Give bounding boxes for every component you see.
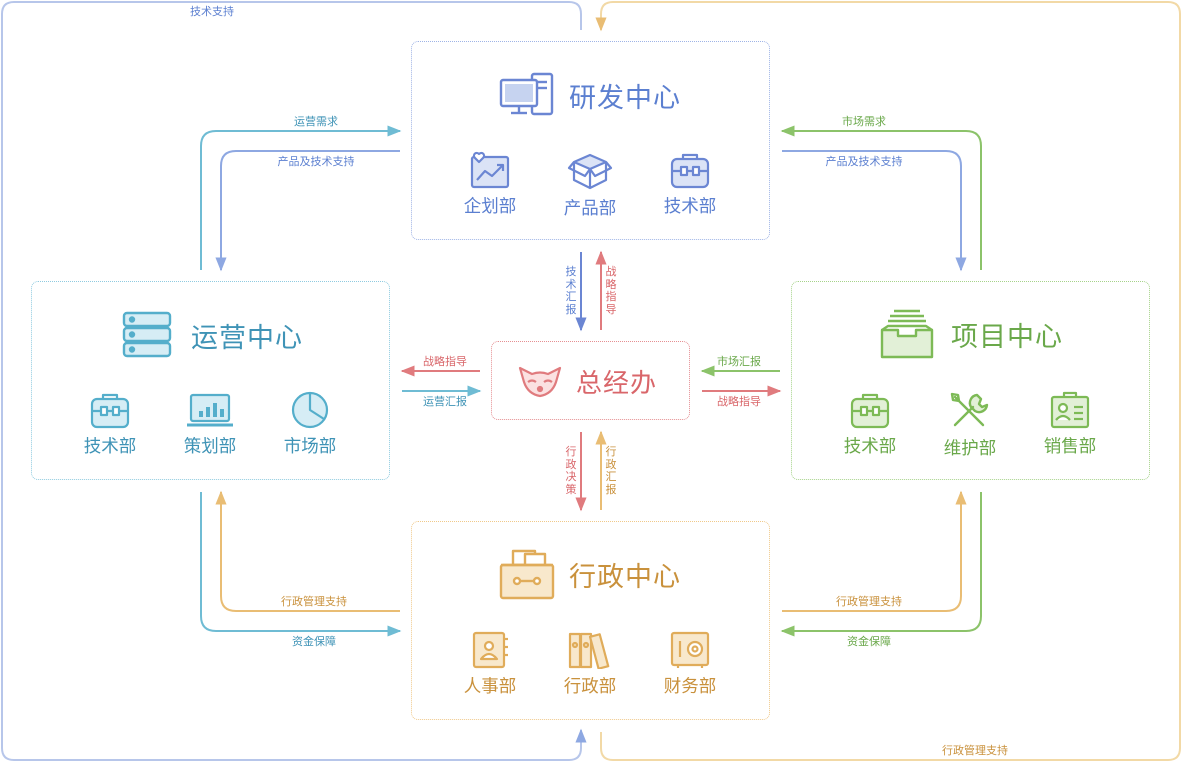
market-demand-label: 市场需求: [842, 115, 886, 128]
proj-dept-sales-label: 销售部: [1043, 437, 1097, 457]
inbox-tray-icon: [880, 309, 934, 359]
pie-chart-icon: [291, 391, 329, 429]
outer-tech-support-label: 技术支持: [190, 5, 234, 18]
ops-center-header: 运营中心: [121, 310, 303, 360]
proj-dept-maintenance-label: 维护部: [943, 439, 997, 459]
ops-dept-market: 市场部: [265, 391, 355, 458]
ops-center-box: [31, 281, 390, 480]
contacts-book-icon: [472, 631, 508, 669]
gm-office-box: [491, 341, 690, 420]
chart-heart-icon: [470, 151, 510, 189]
server-icon: [122, 311, 172, 358]
tech-report-label: 技术汇报: [565, 265, 577, 316]
rd-center-header: 研发中心: [499, 72, 681, 118]
outer-tech-support-line: [1, 1, 587, 761]
proj-center-box: [791, 281, 1150, 480]
admin-support-proj-label: 行政管理支持: [836, 595, 902, 608]
market-report-label: 市场汇报: [717, 355, 761, 368]
proj-dept-tech: 技术部: [825, 391, 915, 458]
ops-dept-planning-label: 策划部: [183, 437, 237, 457]
laptop-chart-icon: [187, 393, 233, 427]
ops-dept-tech: 技术部: [65, 391, 155, 458]
proj-center-title: 项目中心: [951, 321, 1063, 353]
ops-dept-tech-label: 技术部: [83, 437, 137, 457]
strategy-right-label: 战略指导: [717, 395, 761, 408]
box-icon: [567, 153, 613, 190]
gm-office-header: 总经办: [516, 362, 657, 400]
proj-dept-maintenance: 维护部: [925, 391, 1015, 460]
rd-dept-tech: 技术部: [645, 151, 735, 218]
ops-center-title: 运营中心: [191, 322, 303, 354]
admin-dept-finance-label: 财务部: [663, 677, 717, 697]
rd-dept-product: 产品部: [545, 151, 635, 220]
binders-icon: [568, 632, 610, 669]
strategy-left-label: 战略指导: [423, 355, 467, 368]
admin-support-proj-line: [782, 490, 967, 612]
wrench-screwdriver-icon: [950, 392, 989, 427]
toolbox-icon: [670, 153, 710, 189]
ops-dept-planning: 策划部: [165, 391, 255, 458]
fund-ops-label: 资金保障: [292, 635, 336, 648]
rd-support-ops-label: 产品及技术支持: [277, 155, 355, 168]
outer-admin-support-label: 行政管理支持: [942, 744, 1008, 757]
fund-ops-line: [200, 492, 402, 637]
admin-center-title: 行政中心: [569, 561, 681, 593]
gm-office-title: 总经办: [576, 368, 658, 399]
ops-dept-market-label: 市场部: [283, 437, 337, 457]
rd-center-title: 研发中心: [569, 82, 681, 114]
market-demand-line: [780, 125, 982, 270]
toolbox-icon: [90, 393, 130, 429]
admin-dept-admin-label: 行政部: [563, 677, 617, 697]
strategy-down-label: 战略指导: [605, 265, 617, 316]
fund-proj-label: 资金保障: [847, 635, 891, 648]
safe-icon: [670, 631, 710, 668]
admin-support-ops-line: [215, 490, 400, 612]
computer-icon: [499, 72, 554, 116]
fund-proj-line: [780, 492, 982, 637]
proj-dept-tech-label: 技术部: [843, 437, 897, 457]
admin-support-ops-label: 行政管理支持: [281, 595, 347, 608]
rd-center-box: [411, 41, 770, 240]
admin-dept-hr: 人事部: [445, 631, 535, 698]
rd-support-ops-line: [215, 150, 400, 272]
rd-support-proj-label: 产品及技术支持: [825, 155, 903, 168]
ops-report-label: 运营汇报: [423, 395, 467, 408]
proj-center-header: 项目中心: [880, 308, 1063, 360]
ops-demand-line: [200, 125, 402, 270]
admin-dept-hr-label: 人事部: [463, 677, 517, 697]
admin-center-header: 行政中心: [499, 548, 681, 600]
filing-cabinet-icon: [499, 549, 555, 600]
admin-center-box: [411, 521, 770, 720]
rd-support-proj-line: [782, 150, 967, 272]
admin-dept-admin: 行政部: [545, 631, 635, 698]
admin-report-label: 行政汇报: [605, 445, 617, 496]
rd-dept-product-label: 产品部: [563, 199, 617, 219]
rd-dept-planning: 企划部: [445, 151, 535, 218]
proj-dept-sales: 销售部: [1025, 391, 1115, 458]
ops-demand-label: 运营需求: [294, 115, 338, 128]
admin-dept-finance: 财务部: [645, 631, 735, 698]
rd-dept-tech-label: 技术部: [663, 197, 717, 217]
outer-admin-support-line: [595, 1, 1181, 761]
toolbox-icon: [850, 393, 890, 429]
fox-logo-icon: [518, 366, 562, 398]
admin-decision-label: 行政决策: [565, 445, 577, 496]
rd-dept-planning-label: 企划部: [463, 197, 517, 217]
id-badge-icon: [1050, 391, 1090, 429]
